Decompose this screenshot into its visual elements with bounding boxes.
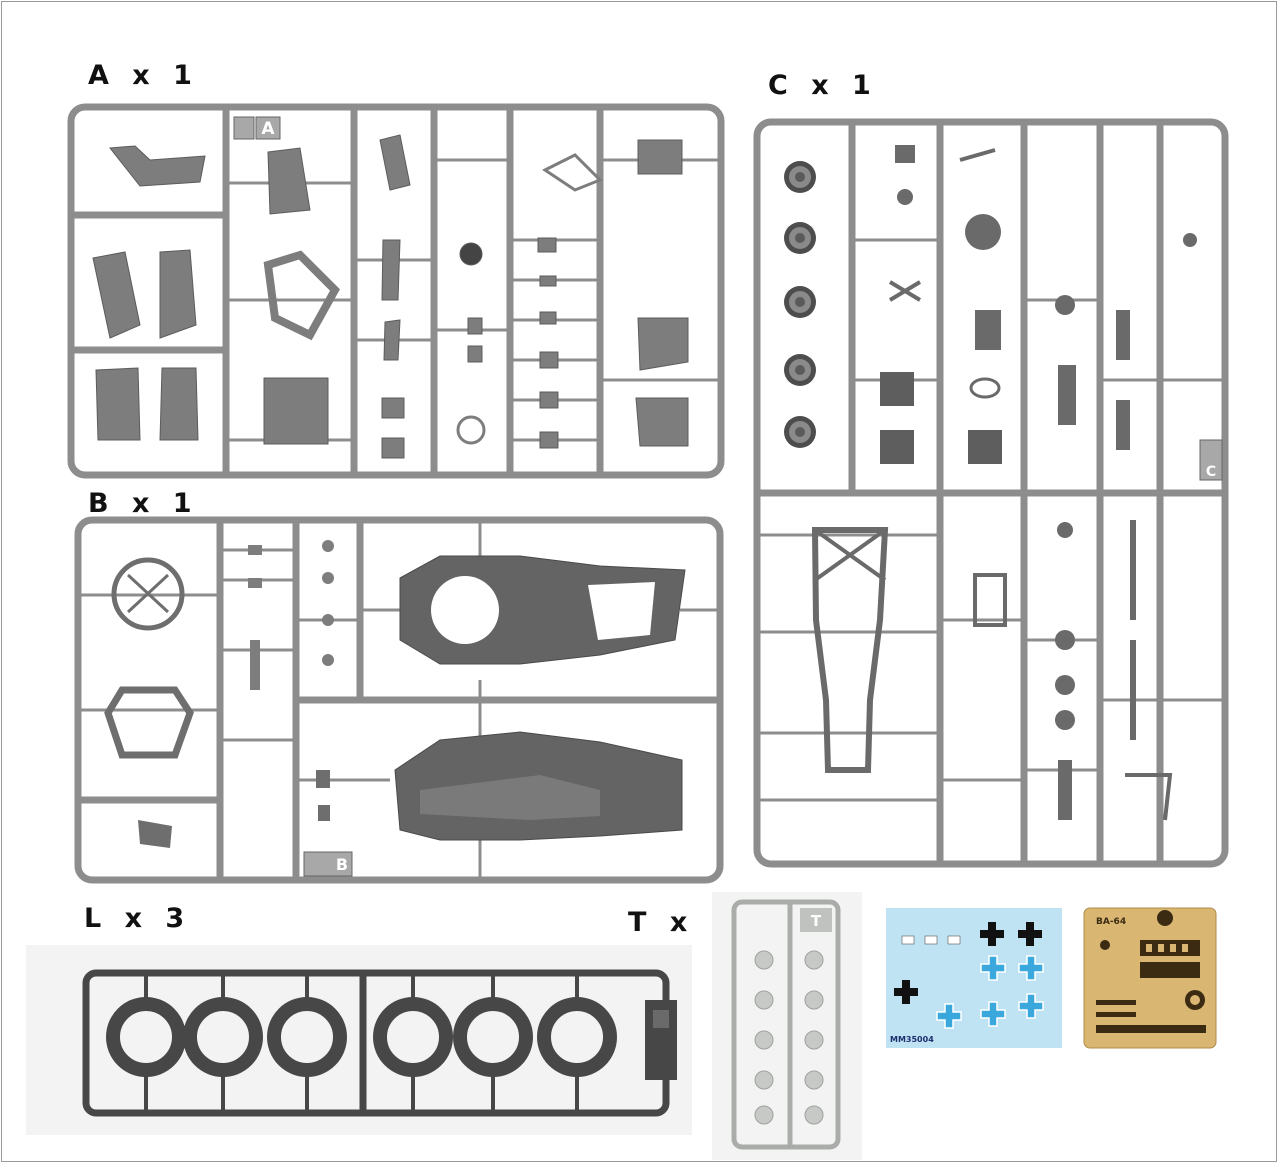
sprue-t-tag: T [811,912,822,930]
sprue-l-label: L x 3 [84,903,192,934]
sprue-b-tag: B [336,855,348,874]
sprue-t: T [712,892,862,1160]
sprue-b-label: B x 1 [88,488,199,519]
sprue-c-label: C x 1 [768,70,878,101]
sprue-a [67,103,725,479]
sprue-c [753,118,1229,868]
decal-sheet-code: MM35004 [890,1035,934,1044]
sprue-l [26,945,692,1135]
sprue-c-tag: C [1206,464,1216,480]
sprue-b-parts: B [104,540,686,877]
photo-etch-sheet: BA-64 [1083,907,1217,1049]
photo-etch-title: BA-64 [1096,917,1126,927]
sprue-a-parts: A [92,116,689,459]
decal-sheet: MM35004 [886,908,1062,1048]
sprue-a-tag: A [261,119,275,139]
sprue-a-label: A x 1 [88,60,199,91]
sprue-c-parts: C [784,145,1223,821]
